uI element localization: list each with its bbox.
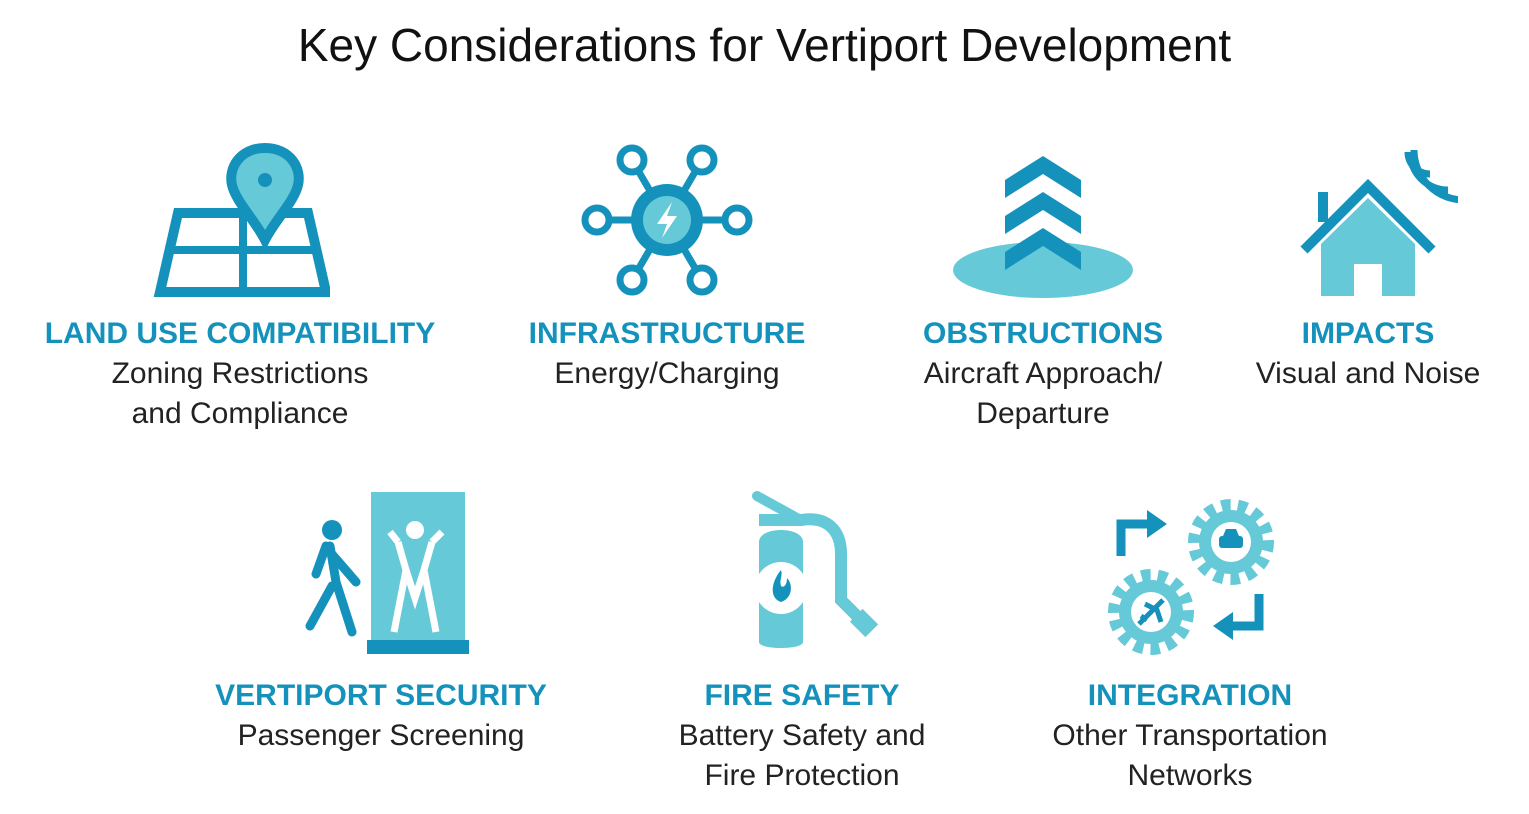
card-subtitle: Battery Safety and Fire Protection <box>678 719 926 792</box>
card-fire-safety: FIRE SAFETY Battery Safety and Fire Prot… <box>562 490 1042 796</box>
ascent-chevrons-icon <box>953 156 1133 298</box>
card-heading: IMPACTS <box>1301 317 1435 350</box>
card-security: VERTIPORT SECURITY Passenger Screening <box>141 490 621 756</box>
card-obstructions: OBSTRUCTIONS Aircraft Approach/ Departur… <box>803 140 1283 434</box>
house-noise-icon <box>1300 149 1458 296</box>
card-heading: INTEGRATION <box>1087 679 1293 712</box>
charging-network-icon <box>581 144 753 296</box>
transport-gears-icon <box>1108 499 1274 655</box>
card-integration: INTEGRATION Other Transportation Network… <box>950 490 1430 796</box>
card-subtitle: Other Transportation Networks <box>1052 719 1328 792</box>
card-land-use: LAND USE COMPATIBILITY Zoning Restrictio… <box>0 140 480 434</box>
card-infrastructure: INFRASTRUCTURE Energy/Charging <box>427 140 907 394</box>
card-subtitle: Aircraft Approach/ Departure <box>923 357 1163 430</box>
map-pin-icon <box>153 142 330 297</box>
card-heading: FIRE SAFETY <box>704 679 900 712</box>
card-impacts: IMPACTS Visual and Noise <box>1128 140 1529 394</box>
card-subtitle: Energy/Charging <box>554 357 780 390</box>
fire-extinguisher-icon <box>752 491 879 648</box>
card-subtitle: Visual and Noise <box>1255 357 1481 390</box>
security-scanner-icon <box>305 492 469 654</box>
card-heading: LAND USE COMPATIBILITY <box>44 317 436 350</box>
card-subtitle: Zoning Restrictions and Compliance <box>111 357 369 430</box>
card-subtitle: Passenger Screening <box>237 719 525 752</box>
card-heading: OBSTRUCTIONS <box>923 317 1163 350</box>
card-heading: INFRASTRUCTURE <box>528 317 806 350</box>
card-heading: VERTIPORT SECURITY <box>215 679 547 712</box>
page-title: Key Considerations for Vertiport Develop… <box>297 19 1232 71</box>
